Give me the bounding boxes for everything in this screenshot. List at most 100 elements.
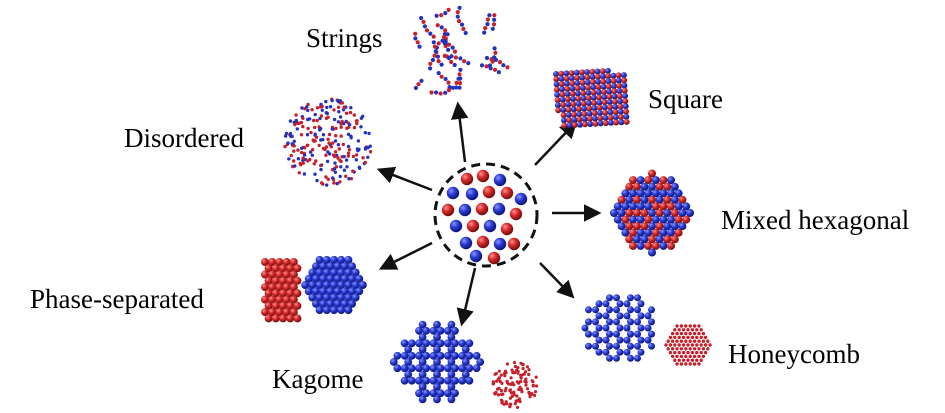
particle [616,348,624,356]
particle [457,72,462,77]
particle [351,154,356,159]
arrow-to-square [534,120,578,166]
particle [574,80,581,87]
particle [670,195,679,204]
particle [333,139,338,143]
particle [419,15,424,21]
particle [681,335,686,340]
particle [282,283,291,292]
particle [596,99,603,106]
particle [442,53,447,59]
particle [678,195,687,204]
particle [600,73,606,80]
particle [655,209,664,217]
particle [279,314,287,323]
particle [644,176,653,185]
particle [293,122,297,127]
particle [678,209,687,217]
particle [571,116,578,123]
particle [679,331,684,336]
particle [311,138,315,142]
particle [275,270,284,279]
particle [264,314,273,323]
particle [570,101,577,108]
particle [617,209,626,217]
particle [261,258,269,266]
particle [585,306,592,314]
particle [564,80,570,87]
particle [692,331,697,336]
particle [446,186,460,200]
particle [443,326,452,335]
particle [570,106,577,113]
particle [492,46,497,51]
particle [330,255,338,264]
particle [449,59,454,65]
particle [301,156,305,160]
particle [623,324,631,332]
particle [342,168,347,172]
particle [585,89,592,96]
particle [651,189,660,198]
particle [496,70,501,75]
particle [527,368,531,372]
particle [346,154,350,158]
particle [651,202,660,211]
particle [606,342,613,350]
particle [629,228,637,237]
particle [338,115,343,119]
particle [292,139,296,143]
particle [668,335,673,340]
particle [565,111,572,118]
particle [701,331,706,336]
particle [616,82,623,89]
particle [697,347,701,351]
particle [518,400,522,404]
particle [498,379,502,383]
particle [422,389,431,398]
particle [264,264,273,273]
particle [261,283,269,292]
particle [587,115,593,122]
particle [433,383,441,391]
particle [497,376,501,380]
particle [315,293,324,302]
particle [325,159,330,164]
particle [293,276,302,285]
particle [310,108,314,112]
particle [321,137,325,142]
particle [305,133,310,137]
particle [261,270,269,279]
particle [606,99,613,105]
particle [286,314,295,323]
particle [433,333,441,341]
particle [695,343,699,347]
particle [315,178,319,183]
particle [322,281,331,289]
particle [585,84,592,91]
particle [294,113,298,117]
particle [334,126,338,131]
particle [629,241,637,250]
particle [302,153,307,157]
particle [508,396,512,400]
particle [553,81,560,88]
particle [400,339,409,348]
particle [637,300,645,308]
particle [590,79,596,86]
particle [524,380,528,384]
particle [699,335,703,340]
particle [681,328,686,332]
particle [681,358,686,362]
particle [679,339,684,343]
particle [422,364,431,373]
particle [692,347,697,351]
particle [333,161,337,165]
particle [347,177,351,181]
particle [684,324,688,328]
particle [615,72,622,79]
particle [586,110,593,117]
particle [497,386,501,390]
particle [304,274,313,283]
particle [314,135,319,139]
